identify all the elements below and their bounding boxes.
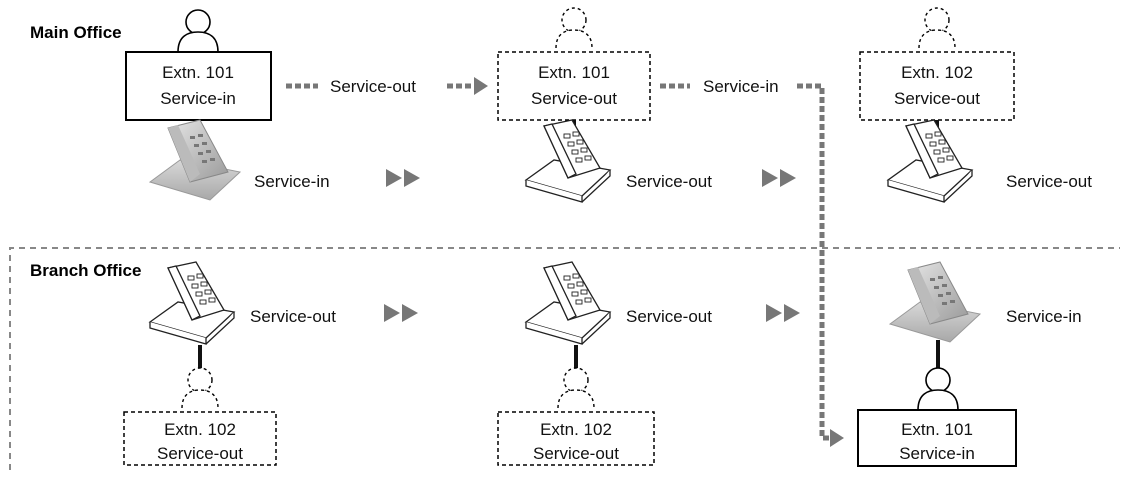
dashed-arrow-2-path [797,83,830,441]
user-dashed-icon [181,367,219,409]
extension-label: Extn. 101 [538,63,610,82]
double-arrow-icon [762,169,796,187]
user-dashed-icon [555,7,593,49]
phone-status-label: Service-in [1006,307,1082,326]
phone-outline-icon [887,119,973,203]
extension-status: Service-out [531,89,617,108]
phone-status-label: Service-in [254,172,330,191]
arrow-head-icon [830,429,844,447]
user-dashed-icon [918,7,956,49]
extension-box-102-out [123,411,277,466]
extension-status: Service-in [160,89,236,108]
phone-status-label: Service-out [626,172,712,191]
extension-status: Service-out [533,444,619,463]
extension-box-102-out [859,51,1015,121]
double-arrow-icon [386,169,420,187]
user-dashed-icon [557,367,595,409]
phone-status-label: Service-out [626,307,712,326]
phone-outline-icon [525,261,611,345]
phone-status-label: Service-out [1006,172,1092,191]
arrow-label: Service-in [703,77,779,96]
double-arrow-icon [766,304,800,322]
extension-box-101-in [857,409,1017,467]
extension-status: Service-out [157,444,243,463]
arrow-label: Service-out [330,77,416,96]
phone-active-icon [149,119,241,201]
extension-box-102-out [497,411,655,466]
phone-outline-icon [149,261,235,345]
branch-office-title: Branch Office [30,261,141,280]
extension-label: Extn. 102 [901,63,973,82]
extension-label: Extn. 101 [162,63,234,82]
extension-label: Extn. 101 [901,420,973,439]
double-arrow-icon [384,304,418,322]
branch-office-frame [9,247,1120,470]
user-icon [177,9,219,53]
extension-status: Service-out [894,89,980,108]
user-icon [917,367,959,411]
phone-outline-icon [525,119,611,203]
extension-label: Extn. 102 [540,420,612,439]
extension-label: Extn. 102 [164,420,236,439]
arrow-head-icon [474,77,488,95]
extension-box-101-in [125,51,272,121]
extension-status: Service-in [899,444,975,463]
phone-active-icon [889,261,981,343]
main-office-title: Main Office [30,23,122,42]
phone-status-label: Service-out [250,307,336,326]
